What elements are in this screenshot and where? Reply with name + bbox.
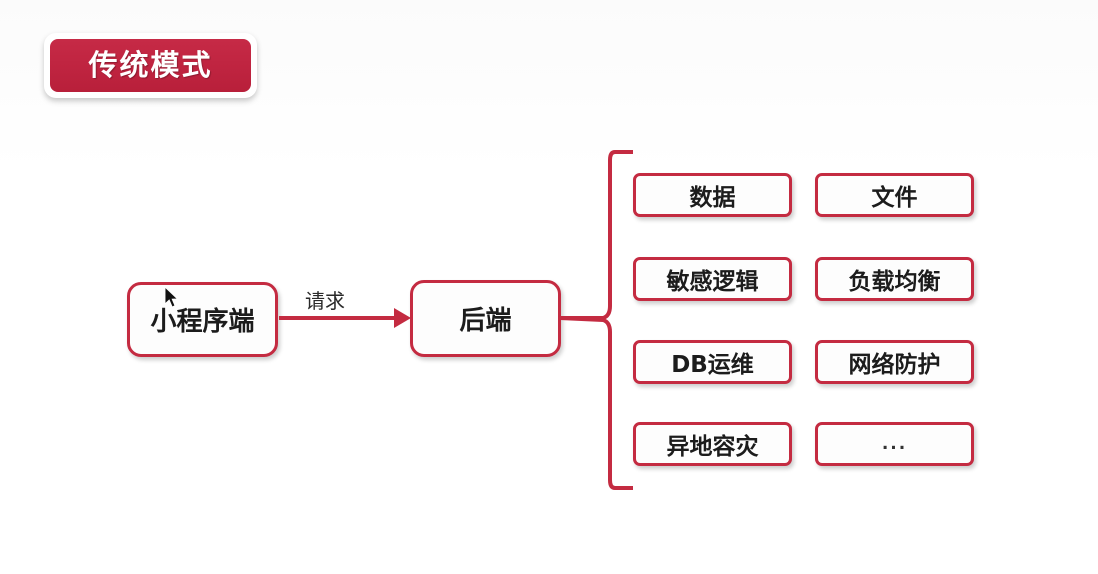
chip-load-balancing: 负载均衡 xyxy=(815,257,974,301)
title-badge: 传统模式 xyxy=(44,33,257,98)
chip-label: 敏感逻辑 xyxy=(666,269,759,295)
node-client-label: 小程序端 xyxy=(150,307,255,337)
node-backend: 后端 xyxy=(410,280,561,357)
chip-disaster-recovery: 异地容灾 xyxy=(633,422,792,466)
chip-label: ... xyxy=(881,434,908,454)
chip-label: 数据 xyxy=(689,185,736,211)
chip-label: DB运维 xyxy=(671,352,754,378)
request-arrow-line xyxy=(279,316,404,320)
chip-db-ops: DB运维 xyxy=(633,340,792,384)
title-badge-label: 传统模式 xyxy=(88,48,213,82)
chip-label: 文件 xyxy=(871,185,918,211)
chip-file: 文件 xyxy=(815,173,974,217)
request-arrow-label: 请求 xyxy=(305,289,345,313)
chip-data: 数据 xyxy=(633,173,792,217)
left-curly-brace-icon xyxy=(558,150,633,490)
request-arrow-head-icon xyxy=(394,308,411,328)
chip-label: 网络防护 xyxy=(848,352,941,378)
chip-ellipsis: ... xyxy=(815,422,974,466)
node-client: 小程序端 xyxy=(127,282,278,357)
chip-network-protection: 网络防护 xyxy=(815,340,974,384)
mouse-pointer-icon xyxy=(164,286,179,308)
chip-label: 负载均衡 xyxy=(848,269,941,295)
chip-label: 异地容灾 xyxy=(666,434,759,460)
title-badge-inner: 传统模式 xyxy=(50,39,251,92)
node-backend-label: 后端 xyxy=(459,306,512,336)
chip-sensitive-logic: 敏感逻辑 xyxy=(633,257,792,301)
